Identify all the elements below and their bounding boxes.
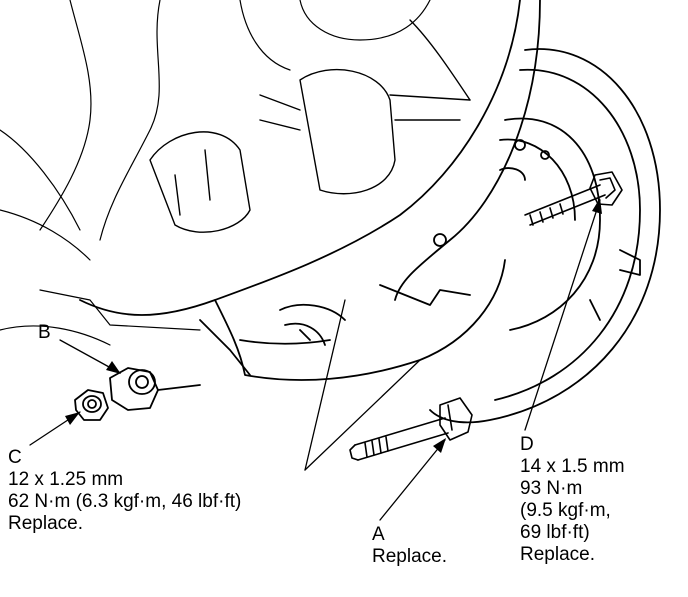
callout-d-line-4: 69 lbf·ft) [520, 522, 590, 543]
callout-a-line-1: Replace. [372, 546, 447, 567]
arrow-heads [65, 198, 602, 453]
callout-b: B [38, 322, 51, 344]
nut-c [74, 389, 109, 421]
callout-d-line-5: Replace. [520, 544, 595, 565]
callout-c: C 12 x 1.25 mm 62 N·m (6.3 kgf·m, 46 lbf… [8, 447, 241, 535]
callout-c-line-1: 12 x 1.25 mm [8, 469, 124, 490]
callout-d-line-1: 14 x 1.5 mm [520, 456, 625, 477]
callout-c-line-3: Replace. [8, 513, 83, 534]
bolt-a [349, 397, 473, 461]
callout-d: D 14 x 1.5 mm 93 N·m (9.5 kgf·m, 69 lbf·… [520, 434, 625, 566]
body-outline [0, 0, 431, 346]
callout-d-line-3: (9.5 kgf·m, [520, 500, 611, 521]
callout-d-letter: D [520, 434, 534, 455]
shock-absorber [149, 19, 471, 233]
bolt-d [524, 171, 623, 226]
nut-b [109, 367, 201, 411]
callout-c-letter: C [8, 447, 22, 468]
callout-a-letter: A [372, 524, 385, 545]
callout-a: A Replace. [372, 524, 447, 568]
callout-d-line-2: 93 N·m [520, 478, 583, 499]
callout-b-letter: B [38, 322, 51, 343]
callout-c-line-2: 62 N·m (6.3 kgf·m, 46 lbf·ft) [8, 491, 242, 512]
brake-backing-plate [429, 48, 661, 424]
trailing-arm [79, 0, 541, 381]
